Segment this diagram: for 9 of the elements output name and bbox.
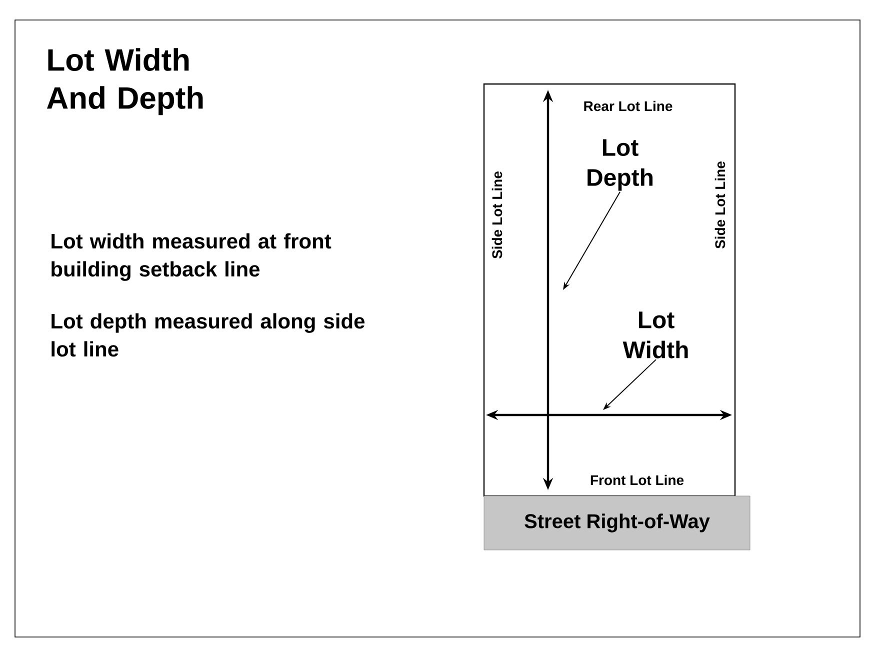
lot-line-label: Side Lot Line: [492, 172, 502, 259]
lot-line-label: Side Lot Line: [714, 162, 726, 249]
dimension-label: Lot Depth: [588, 139, 652, 191]
body-text: Lot width measured at front building setback line: [52, 233, 332, 281]
dimension-label: Lot Width: [622, 312, 688, 358]
title: Lot Width And Depth: [46, 48, 203, 116]
street-band: Street Right-of-Way: [484, 496, 750, 550]
lot-line-label: Rear Lot Line: [584, 100, 672, 112]
body-text: Lot depth measured along side lot line: [52, 313, 365, 357]
